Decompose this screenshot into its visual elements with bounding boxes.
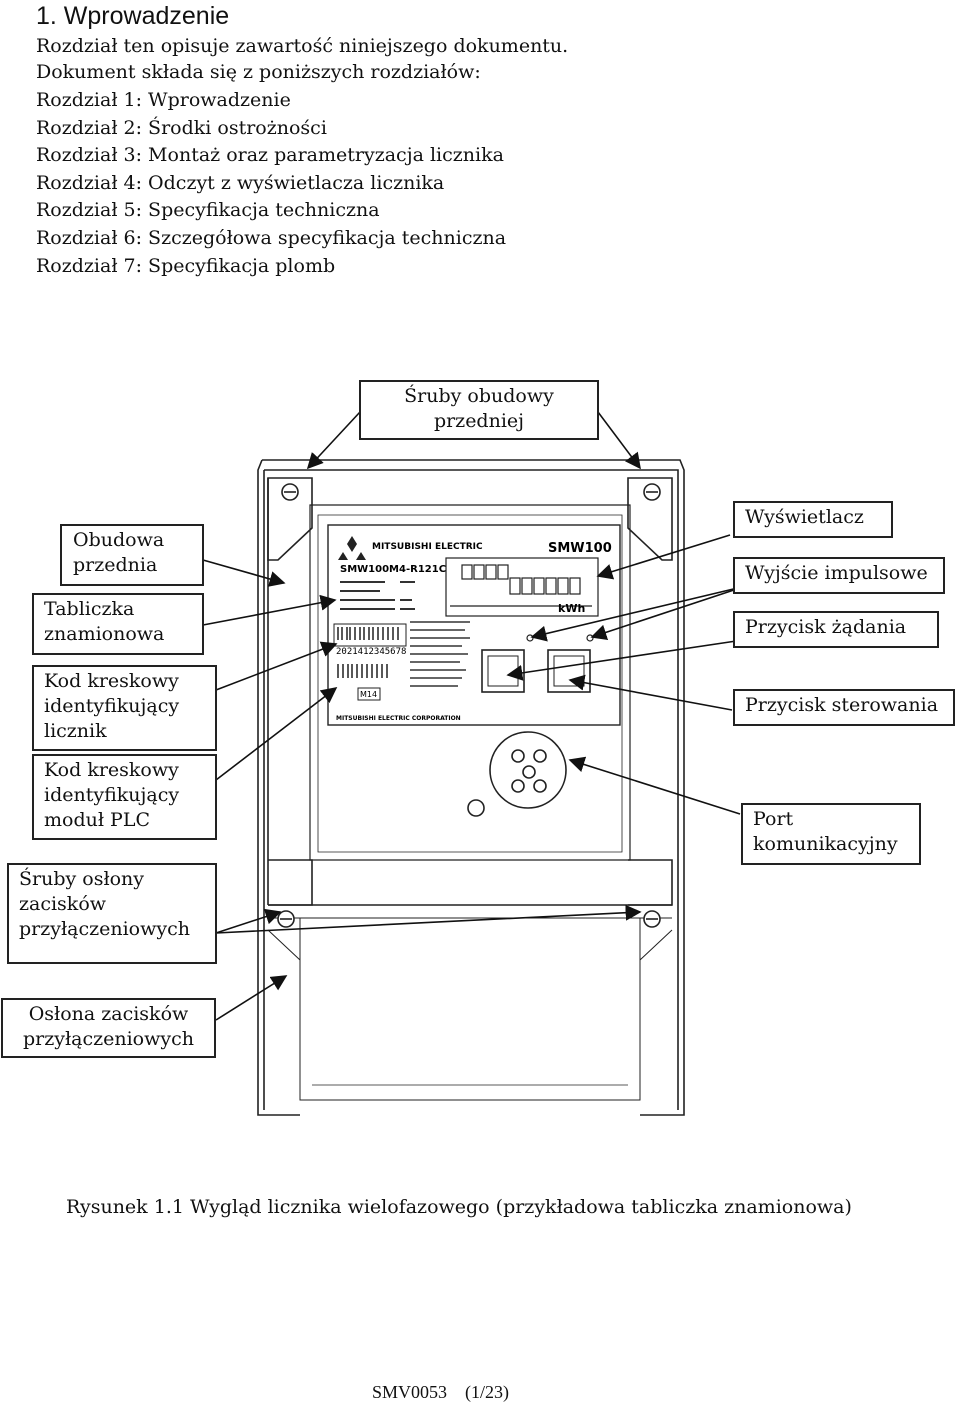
- section-heading: 1. Wprowadzenie: [36, 2, 230, 30]
- callout-meter-barcode: Kod kreskowy identyfikujący licznik: [32, 665, 217, 751]
- intro-line-2: Dokument składa się z poniższych rozdzia…: [36, 61, 481, 83]
- corp-text: MITSUBISHI ELECTRIC CORPORATION: [336, 715, 461, 722]
- callout-comm-port: Port komunikacyjny: [741, 803, 921, 865]
- leader-lines: [202, 411, 747, 1021]
- nameplate: MITSUBISHI ELECTRIC SMW100 SMW100M4-R121…: [327, 524, 621, 726]
- chapter-item: Rozdział 4: Odczyt z wyświetlacza liczni…: [36, 171, 445, 194]
- plc-barcode: M14: [337, 664, 388, 701]
- callout-terminal-cover: Osłona zacisków przyłączeniowych: [1, 998, 216, 1058]
- chapter-item: Rozdział 6: Szczegółowa specyfikacja tec…: [36, 227, 507, 249]
- callout-control-button: Przycisk sterowania: [733, 689, 955, 726]
- model-text: SMW100: [548, 541, 612, 556]
- communication-port: [467, 731, 567, 817]
- callout-display: Wyświetlacz: [733, 501, 893, 538]
- callout-demand-button: Przycisk żądania: [733, 611, 939, 648]
- callout-plc-barcode: Kod kreskowy identyfikujący moduł PLC: [32, 754, 217, 840]
- callout-front-screws: Śruby obudowy przedniej: [359, 380, 599, 440]
- intro-line-1: Rozdział ten opisuje zawartość niniejsze…: [36, 35, 569, 57]
- chapter-item: Rozdział 1: Wprowadzenie: [36, 89, 291, 111]
- kwh-text: kWh: [558, 602, 585, 615]
- brand-text: MITSUBISHI ELECTRIC: [372, 542, 483, 552]
- meter-barcode: 2021412345678: [333, 623, 407, 657]
- chapter-item: Rozdział 3: Montaż oraz parametryzacja l…: [36, 144, 504, 166]
- callout-cover-screws: Śruby osłony zacisków przyłączeniowych: [7, 863, 217, 964]
- barcode-number: 2021412345678: [336, 647, 406, 657]
- callout-front-case: Obudowa przednia: [60, 524, 204, 586]
- plc-code-text: M14: [360, 690, 377, 699]
- chapter-item: Rozdział 7: Specyfikacja plomb: [36, 255, 336, 277]
- chapter-item: Rozdział 2: Środki ostrożności: [36, 116, 327, 139]
- page-footer: SMV0053 (1/23): [372, 1382, 510, 1402]
- callout-pulse-output: Wyjście impulsowe: [733, 557, 945, 594]
- callout-nameplate: Tabliczka znamionowa: [32, 593, 204, 655]
- chapter-item: Rozdział 5: Specyfikacja techniczna: [36, 199, 380, 221]
- figure-caption: Rysunek 1.1 Wygląd licznika wielofazoweg…: [66, 1196, 852, 1218]
- type-code-text: SMW100M4-R121C100: [340, 564, 467, 575]
- meter-body: [257, 459, 685, 1116]
